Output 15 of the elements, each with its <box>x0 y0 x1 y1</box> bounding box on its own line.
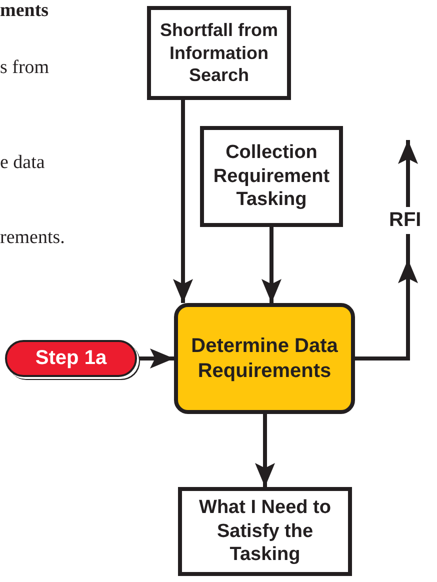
step-badge <box>5 340 137 377</box>
body-text: e data <box>0 152 45 174</box>
node-text: Step 1a <box>35 346 107 371</box>
body-text: ments <box>0 0 49 22</box>
edge-label: RFI <box>389 207 422 234</box>
node-text: Collection Requirement Tasking <box>212 140 331 212</box>
node-text: What I Need to Satisfy the Tasking <box>198 496 332 568</box>
process-box <box>178 487 352 576</box>
process-box <box>200 126 343 227</box>
process-box <box>147 6 291 100</box>
node-text: Determine Data Requirements <box>190 334 339 384</box>
body-text: s from <box>0 57 50 79</box>
process-box <box>174 303 355 414</box>
node-text: Shortfall from Information Search <box>158 19 279 87</box>
body-text: rements. <box>0 227 65 249</box>
